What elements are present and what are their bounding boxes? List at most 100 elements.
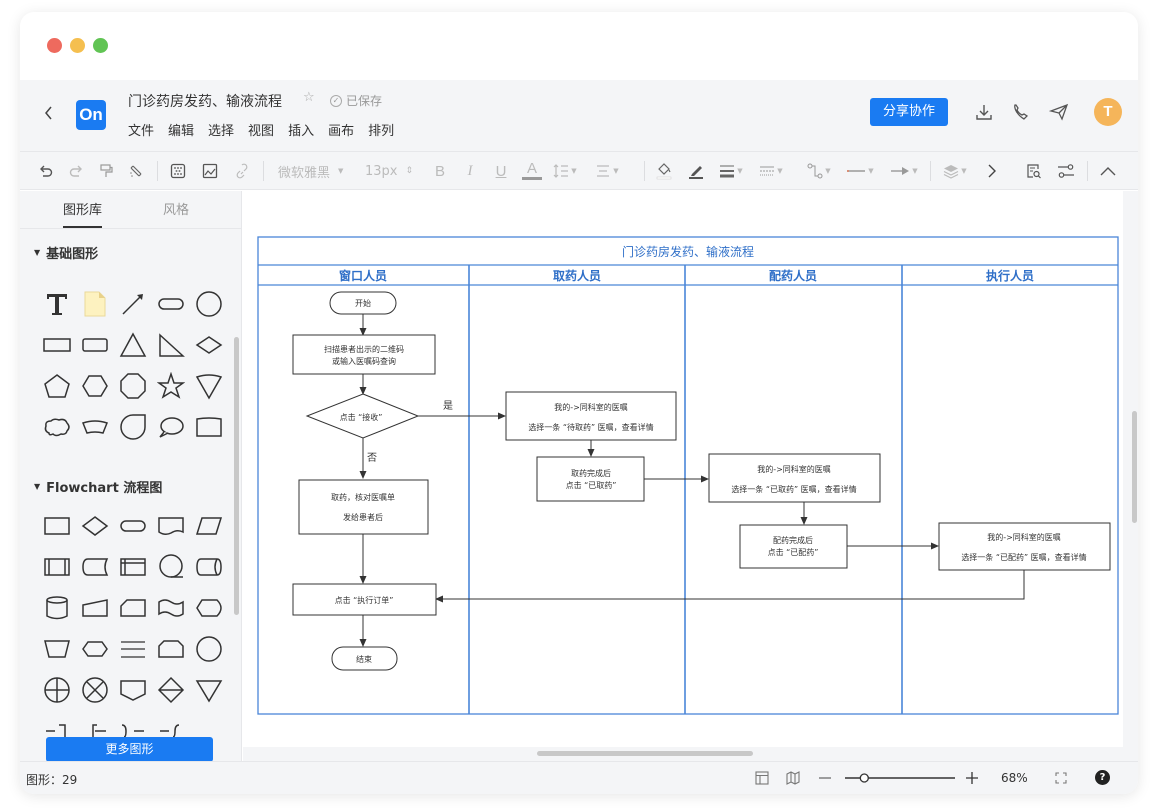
lane-header-dispense[interactable]: 配药人员 — [769, 268, 817, 283]
search-document-icon[interactable] — [1024, 160, 1044, 182]
shape-right-triangle[interactable] — [152, 324, 190, 365]
fc-manual-operation[interactable] — [38, 628, 76, 669]
connector-type-icon[interactable]: ▼ — [804, 160, 834, 182]
diagram-canvas[interactable]: 门诊药房发药、输液流程 窗口人员 取药人员 配药人员 执行人员 — [243, 191, 1138, 761]
fc-sequential-data[interactable] — [152, 546, 190, 587]
redo-icon[interactable] — [66, 160, 86, 182]
sidebar-scrollbar[interactable] — [234, 337, 239, 615]
section-basic-shapes[interactable]: ▼ 基础图形 — [34, 243, 98, 262]
line-width-icon[interactable]: ▼ — [720, 165, 743, 178]
shape-star[interactable] — [152, 365, 190, 406]
more-shapes-button[interactable]: 更多图形 — [46, 737, 213, 761]
line-end-arrow-icon[interactable]: ▼ — [888, 160, 920, 182]
zoom-in-button[interactable] — [965, 770, 979, 786]
fc-preparation[interactable] — [76, 628, 114, 669]
fc-off-page[interactable] — [114, 669, 152, 710]
line-color-icon[interactable] — [686, 160, 706, 182]
shape-octagon[interactable] — [114, 365, 152, 406]
menu-file[interactable]: 文件 — [128, 124, 155, 139]
shape-circle[interactable] — [190, 283, 228, 324]
shape-inverted-triangle[interactable] — [190, 365, 228, 406]
node-exec-order[interactable]: 我的->同科室的医嘱 选择一条 “已配药” 医嘱，查看详情 — [938, 522, 1111, 571]
node-pickup-done[interactable]: 取药完成后 点击 “已取药” — [536, 456, 645, 502]
layers-icon[interactable]: ▼ — [940, 160, 970, 182]
fill-pattern-icon[interactable] — [168, 160, 188, 182]
underline-button[interactable]: U — [495, 162, 507, 180]
menu-view[interactable]: 视图 — [248, 124, 275, 139]
section-flowchart[interactable]: ▼ Flowchart 流程图 — [34, 477, 162, 496]
fill-color-icon[interactable] — [654, 160, 674, 182]
fc-summing-junction[interactable] — [76, 669, 114, 710]
shape-diamond[interactable] — [190, 324, 228, 365]
fc-predefined-process[interactable] — [38, 546, 76, 587]
fc-annotation-right[interactable] — [38, 710, 76, 751]
fc-merge[interactable] — [190, 669, 228, 710]
fc-process[interactable] — [38, 505, 76, 546]
line-spacing-icon[interactable]: ▼ — [550, 160, 580, 182]
canvas-vertical-scrollbar[interactable] — [1132, 411, 1137, 523]
italic-button[interactable]: I — [467, 162, 473, 179]
lane-header-execute[interactable]: 执行人员 — [986, 268, 1034, 283]
zoom-level[interactable]: 68% — [1001, 771, 1028, 785]
fc-internal-storage[interactable] — [114, 546, 152, 587]
lane-header-pickup[interactable]: 取药人员 — [553, 268, 601, 283]
fc-annotation-left[interactable] — [76, 710, 114, 751]
fc-document[interactable] — [152, 505, 190, 546]
node-dispense-order[interactable]: 我的->同科室的医嘱 选择一条 “已取药” 医嘱，查看详情 — [708, 453, 881, 503]
maximize-window-button[interactable] — [93, 38, 108, 53]
shape-rectangle[interactable] — [38, 324, 76, 365]
help-icon[interactable]: ? — [1095, 770, 1110, 785]
edge-exec-to-execute[interactable] — [435, 569, 1025, 603]
canvas-horizontal-scrollbar[interactable] — [537, 751, 753, 756]
line-start-icon[interactable]: ▼ — [844, 160, 876, 182]
fc-punched-tape[interactable] — [152, 587, 190, 628]
shape-rect-rounded-small[interactable] — [76, 324, 114, 365]
star-icon[interactable]: ☆ — [303, 90, 315, 105]
fc-loop-limit[interactable] — [152, 628, 190, 669]
menu-canvas[interactable]: 画布 — [328, 124, 355, 139]
menu-insert[interactable]: 插入 — [288, 124, 315, 139]
shape-pentagon[interactable] — [38, 365, 76, 406]
fc-stored-data[interactable] — [76, 546, 114, 587]
fullscreen-icon[interactable] — [1054, 770, 1068, 786]
fc-terminator[interactable] — [114, 505, 152, 546]
download-icon[interactable] — [972, 100, 996, 124]
align-icon[interactable]: ▼ — [592, 160, 622, 182]
document-title[interactable]: 门诊药房发药、输液流程 — [128, 94, 282, 110]
lane-header-window[interactable]: 窗口人员 — [339, 268, 387, 283]
fc-manual-input[interactable] — [76, 587, 114, 628]
fc-annotation-brace-right[interactable] — [114, 710, 152, 751]
fc-decision[interactable] — [76, 505, 114, 546]
collapse-toolbar-icon[interactable] — [1098, 160, 1118, 182]
font-family-select[interactable]: 微软雅黑▼ — [278, 160, 354, 182]
chevron-right-icon[interactable] — [982, 160, 1002, 182]
fc-or[interactable] — [38, 669, 76, 710]
shape-triangle[interactable] — [114, 324, 152, 365]
fc-direct-data[interactable] — [190, 546, 228, 587]
node-start[interactable]: 开始 — [329, 291, 397, 315]
node-pickup-order[interactable]: 我的->同科室的医嘱 选择一条 “待取药” 医嘱，查看详情 — [505, 391, 677, 441]
fc-annotation-brace-left[interactable] — [152, 710, 190, 751]
node-scan[interactable]: 扫描患者出示的二维码 或输入医嘱码查询 — [292, 334, 436, 375]
minimize-window-button[interactable] — [70, 38, 85, 53]
send-icon[interactable] — [1047, 100, 1071, 124]
shape-text[interactable] — [38, 283, 76, 324]
shape-arc-trapezoid[interactable] — [76, 406, 114, 447]
menu-select[interactable]: 选择 — [208, 124, 235, 139]
tab-style[interactable]: 风格 — [163, 203, 190, 218]
fc-database[interactable] — [38, 587, 76, 628]
bold-button[interactable]: B — [434, 162, 445, 180]
fc-card[interactable] — [114, 587, 152, 628]
close-window-button[interactable] — [47, 38, 62, 53]
format-painter-icon[interactable] — [96, 160, 116, 182]
line-style-icon[interactable]: ▼ — [760, 166, 783, 176]
fc-parallel-mode[interactable] — [114, 628, 152, 669]
shape-speech-bubble[interactable] — [152, 406, 190, 447]
font-size-input[interactable]: 13px⇕ — [365, 163, 414, 179]
phone-icon[interactable] — [1009, 100, 1033, 124]
link-icon[interactable] — [232, 160, 252, 182]
menu-arrange[interactable]: 排列 — [368, 124, 395, 139]
node-take-check[interactable]: 取药，核对医嘱单 发给患者后 — [298, 479, 429, 535]
shape-rounded-square[interactable] — [190, 406, 228, 447]
shape-rounded-rect[interactable] — [152, 283, 190, 324]
